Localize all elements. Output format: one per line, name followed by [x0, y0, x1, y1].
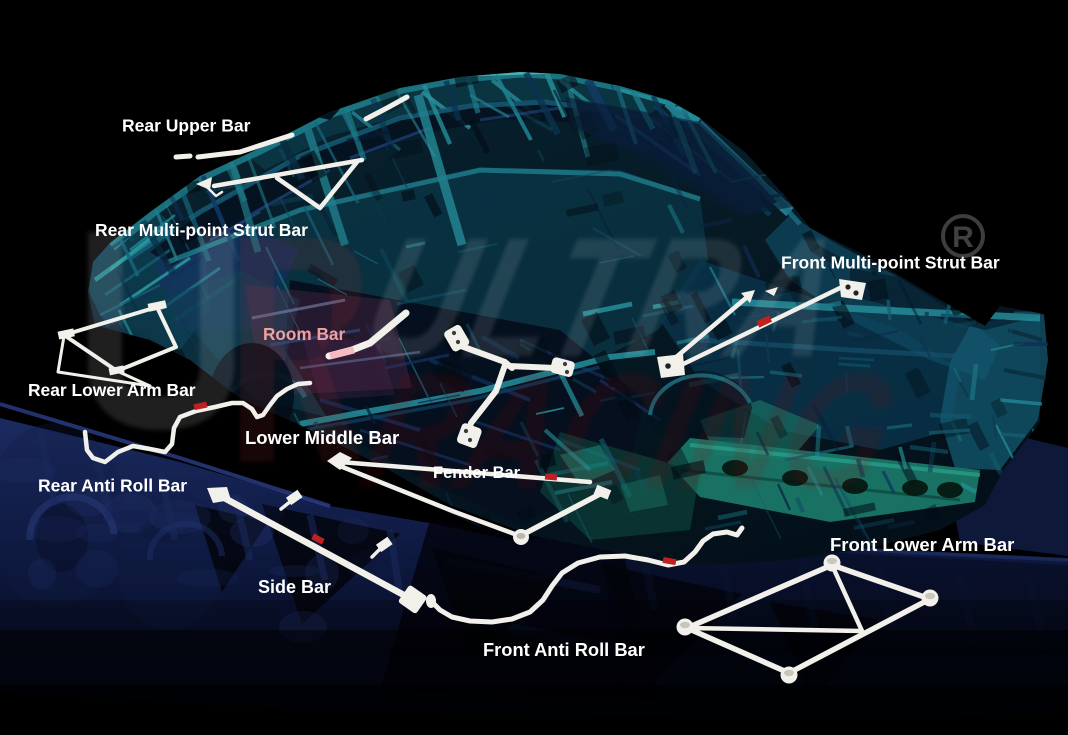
svg-text:ULTRA: ULTRA [349, 203, 863, 393]
svg-text:RACING: RACING [346, 339, 913, 523]
svg-text:Side Bar: Side Bar [258, 577, 331, 597]
svg-text:Rear Lower Arm Bar: Rear Lower Arm Bar [28, 380, 196, 400]
svg-text:Front Anti Roll Bar: Front Anti Roll Bar [483, 639, 645, 660]
svg-text:R: R [952, 221, 974, 254]
svg-text:Room Bar: Room Bar [263, 324, 345, 344]
svg-text:Rear Anti Roll Bar: Rear Anti Roll Bar [38, 476, 187, 496]
svg-text:Front Lower Arm Bar: Front Lower Arm Bar [830, 534, 1014, 555]
svg-text:Fender Bar: Fender Bar [433, 464, 521, 482]
svg-text:Rear Upper Bar: Rear Upper Bar [122, 116, 251, 136]
svg-text:Lower Middle Bar: Lower Middle Bar [245, 427, 399, 448]
svg-text:Front Multi-point Strut Bar: Front Multi-point Strut Bar [781, 253, 1000, 273]
svg-text:Rear Multi-point Strut Bar: Rear Multi-point Strut Bar [95, 220, 308, 240]
